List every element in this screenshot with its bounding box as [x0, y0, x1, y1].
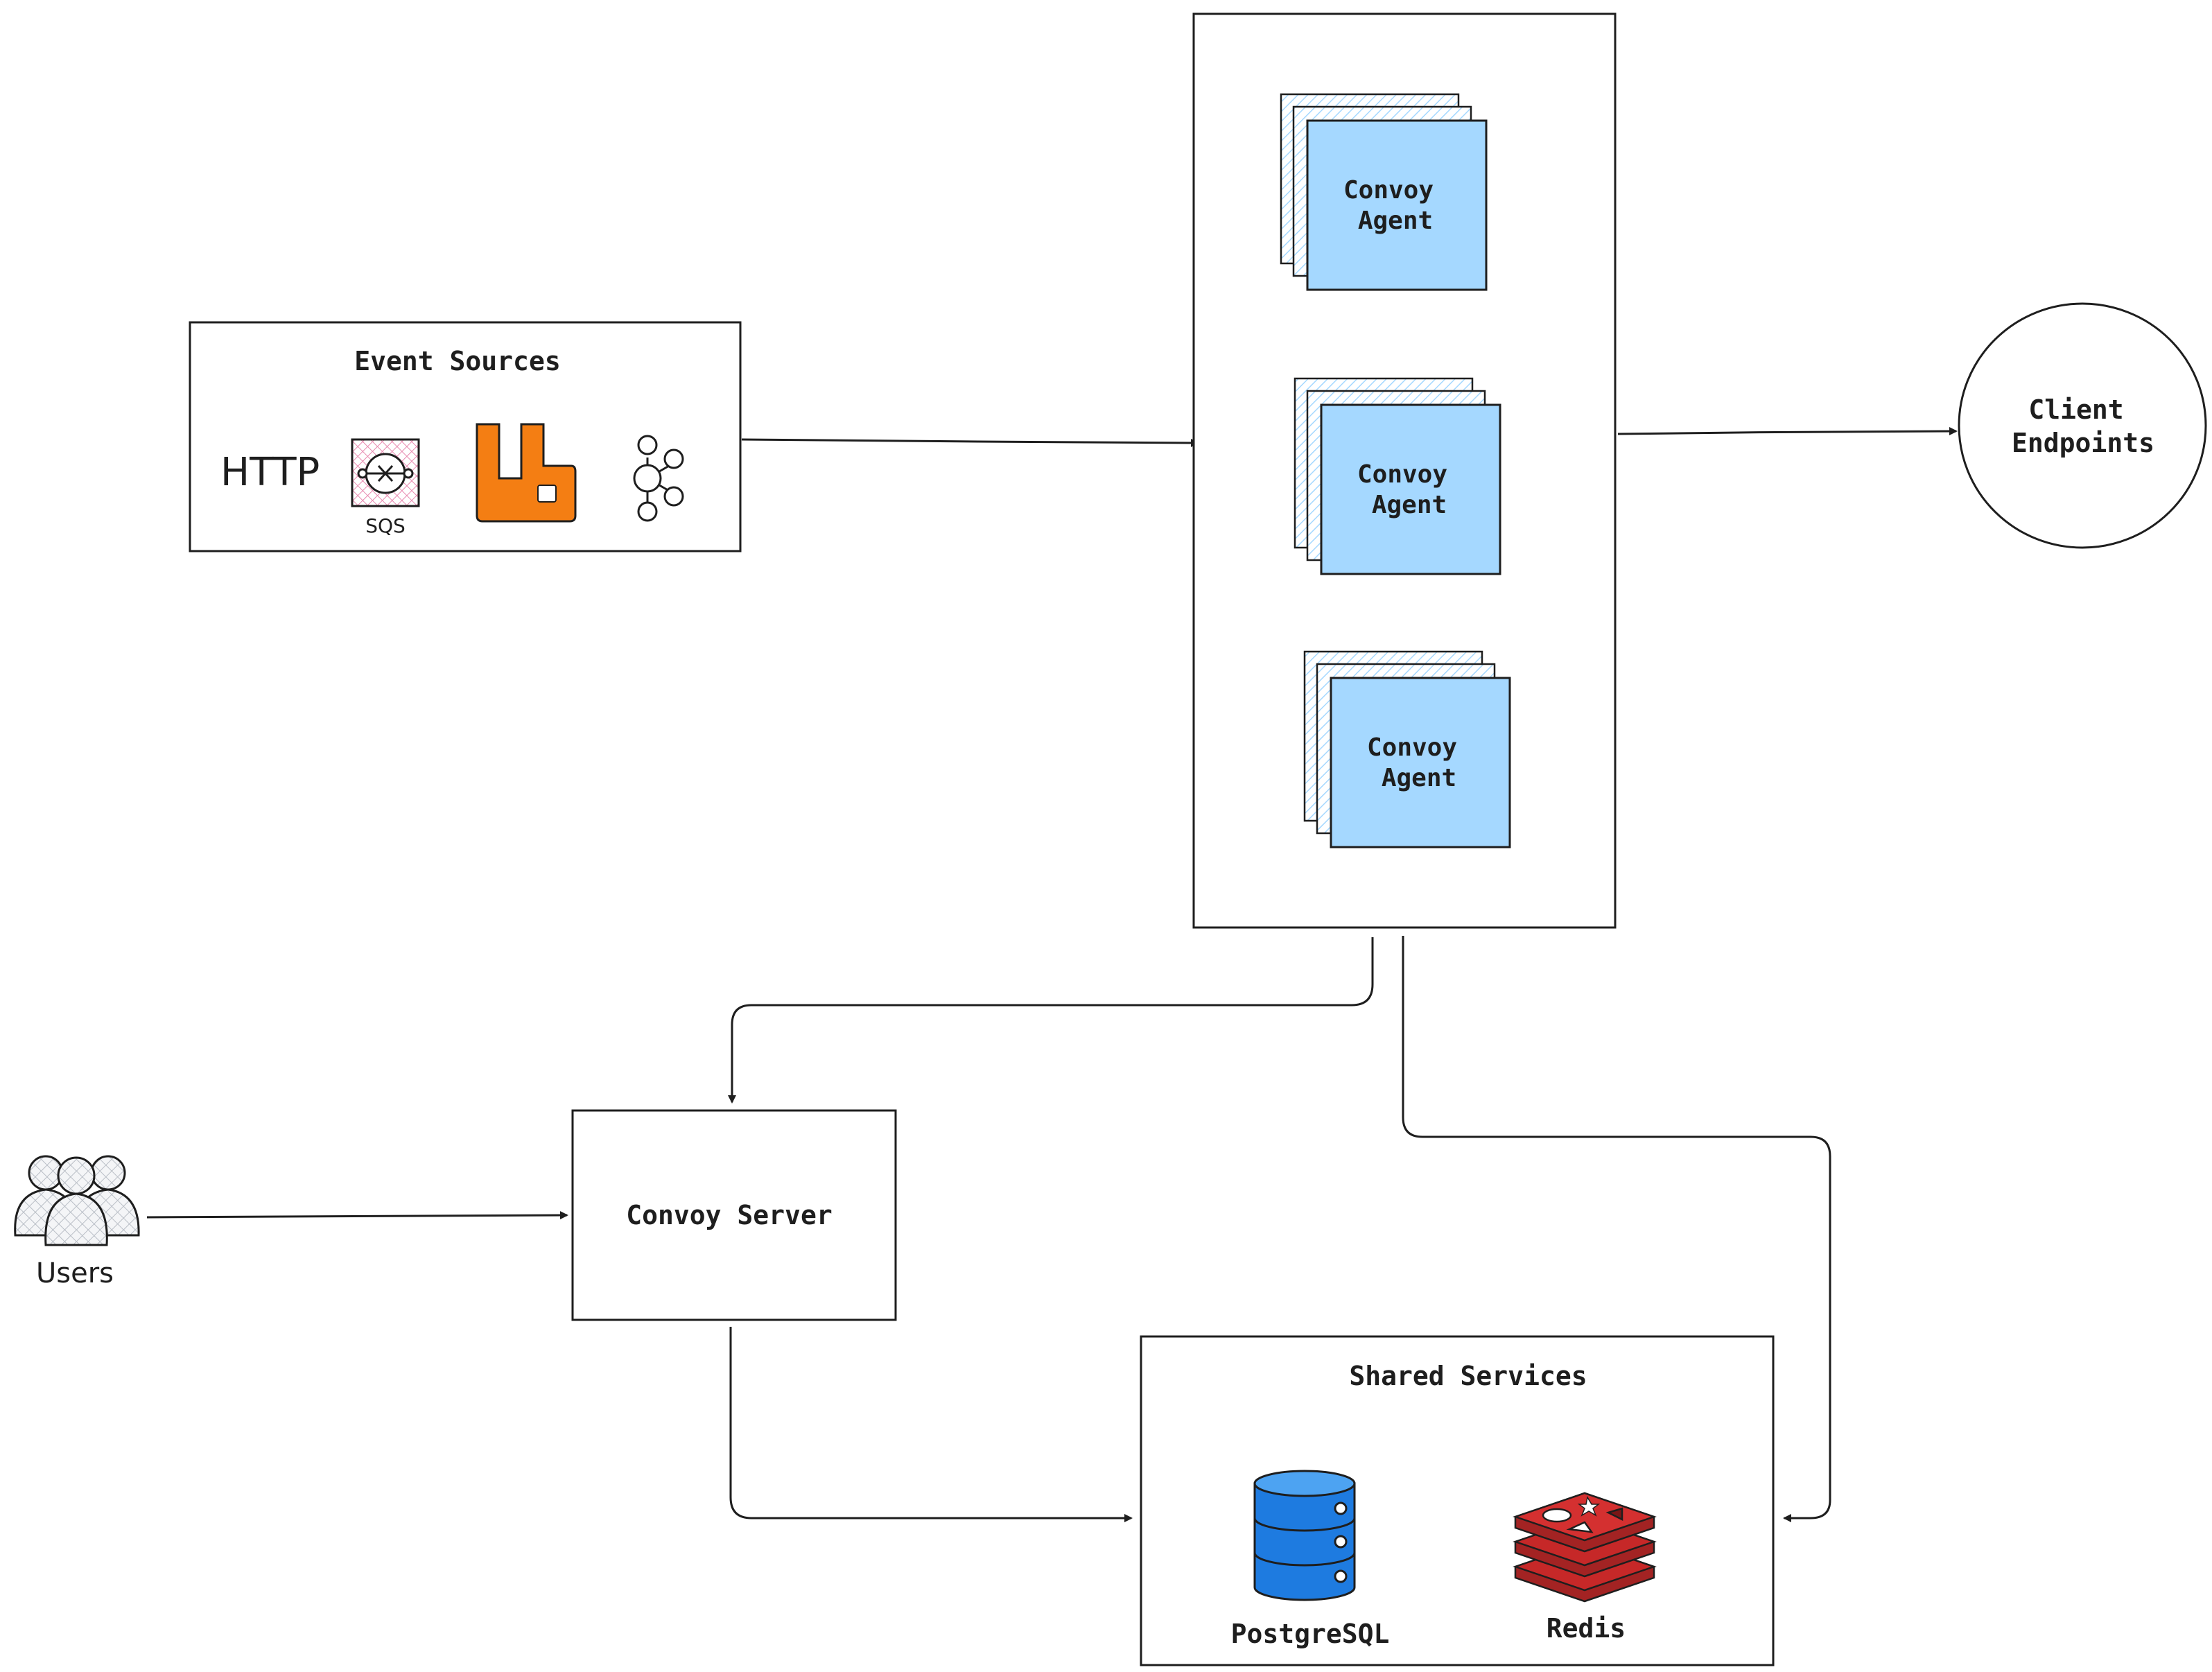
- postgresql-label: PostgreSQL: [1231, 1619, 1390, 1649]
- sqs-label: SQS: [365, 514, 406, 537]
- shared-services-title: Shared Services: [1349, 1361, 1587, 1391]
- agent-label-line1: Convoy: [1367, 733, 1457, 762]
- arrow-agents-to-shared-services: [1402, 936, 1831, 1522]
- convoy-agent: Convoy Agent: [1303, 650, 1511, 848]
- arrow-users-to-convoy-server: [146, 1211, 568, 1220]
- agent-label-line2: Agent: [1358, 207, 1433, 235]
- convoy-server-label: Convoy Server: [626, 1200, 832, 1230]
- convoy-agent: Convoy Agent: [1294, 377, 1501, 575]
- http-label: HTTP: [220, 450, 320, 495]
- client-endpoints-label-line1: Client: [2028, 394, 2123, 425]
- convoy-server-box: Convoy Server: [571, 1109, 897, 1321]
- arrow-agents-to-client-endpoints: [1617, 427, 1958, 436]
- arrow-agents-to-convoy-server: [728, 937, 1374, 1104]
- agent-label-line2: Agent: [1372, 491, 1447, 519]
- convoy-agent: Convoy Agent: [1280, 93, 1488, 291]
- postgresql-database-icon: [1253, 1470, 1356, 1601]
- agent-label-line1: Convoy: [1343, 176, 1434, 204]
- sqs-icon: [351, 438, 420, 507]
- agent-label-line2: Agent: [1382, 764, 1456, 792]
- kafka-icon: [633, 435, 684, 522]
- client-endpoints-node: Client Endpoints: [1958, 302, 2207, 549]
- redis-icon: [1513, 1492, 1657, 1603]
- agent-label-line1: Convoy: [1357, 460, 1447, 489]
- event-sources-title: Event Sources: [354, 346, 560, 376]
- event-sources-box: Event Sources HTTP SQS: [189, 321, 742, 552]
- redis-label: Redis: [1547, 1613, 1626, 1644]
- client-endpoints-label-line2: Endpoints: [2012, 428, 2154, 458]
- connectors: [146, 427, 1958, 1522]
- users-label: Users: [36, 1257, 114, 1289]
- rabbitmq-icon: [476, 423, 577, 523]
- users-icon: [14, 1155, 140, 1246]
- shared-services-box: Shared Services PostgreSQL Redis: [1140, 1335, 1775, 1666]
- arrow-event-sources-to-agents: [741, 438, 1199, 447]
- convoy-agent-cluster: Convoy Agent Convoy Agent Convoy Agent: [1192, 12, 1617, 929]
- arrow-convoy-server-to-shared-services: [729, 1327, 1133, 1522]
